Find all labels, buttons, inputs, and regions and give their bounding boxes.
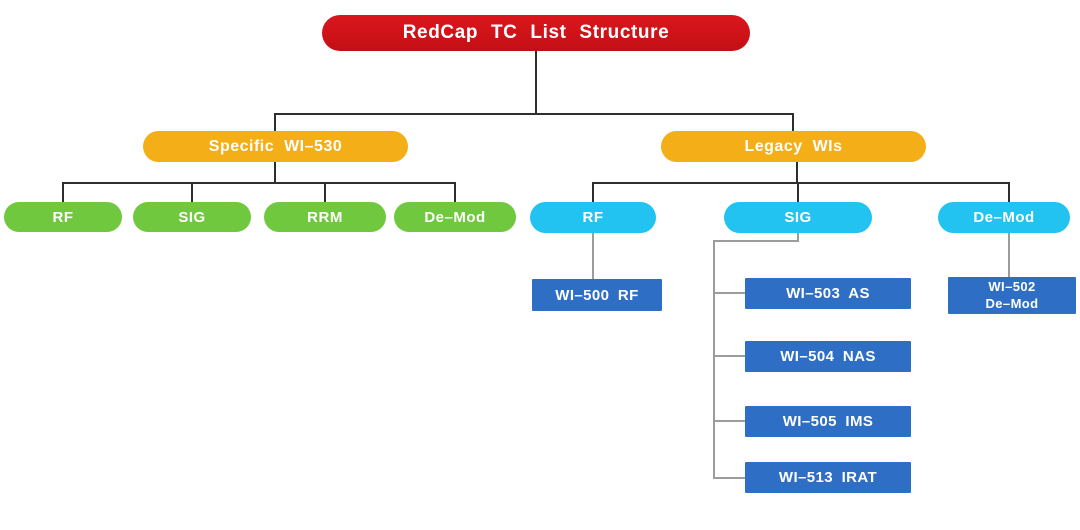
connector-drop-specific-demod [454, 182, 456, 203]
connector-stub-wi504 [713, 355, 745, 357]
connector-sig-stem [797, 233, 799, 242]
connector-drop-specific-rf [62, 182, 64, 203]
leaf-wi503-as: WI–503 AS [745, 278, 911, 309]
leaf-wi500-rf: WI–500 RF [532, 279, 662, 311]
node-specific-wi530: Specific WI–530 [143, 131, 408, 162]
connector-drop-specific-sig [191, 182, 193, 203]
leaf-wi502-line2: De–Mod [985, 295, 1039, 311]
node-root-title: RedCap TC List Structure [322, 15, 750, 51]
leaf-wi513-irat: WI–513 IRAT [745, 462, 911, 493]
node-legacy-wis: Legacy WIs [661, 131, 926, 162]
connector-rf-to-wi500 [592, 233, 594, 279]
node-specific-sig: SIG [133, 202, 251, 232]
leaf-wi504-nas: WI–504 NAS [745, 341, 911, 372]
connector-demod-to-wi502 [1008, 233, 1010, 277]
connector-legacy-stem [796, 162, 798, 183]
connector-stub-wi513 [713, 477, 745, 479]
node-legacy-sig: SIG [724, 202, 872, 233]
connector-drop-legacy-demod [1008, 182, 1010, 203]
leaf-wi502-demod: WI–502 De–Mod [948, 277, 1076, 314]
connector-sig-trunk [713, 240, 715, 479]
node-legacy-rf: RF [530, 202, 656, 233]
leaf-wi505-ims: WI–505 IMS [745, 406, 911, 437]
connector-legacy-hbar [592, 182, 1010, 184]
node-specific-demod: De–Mod [394, 202, 516, 232]
node-legacy-demod: De–Mod [938, 202, 1070, 233]
connector-level1-hbar [274, 113, 794, 115]
connector-root-stem [535, 51, 537, 114]
connector-drop-legacy-rf [592, 182, 594, 203]
connector-specific-hbar [62, 182, 456, 184]
connector-drop-specific [274, 113, 276, 132]
leaf-wi502-line1: WI–502 [988, 279, 1036, 295]
node-specific-rf: RF [4, 202, 122, 232]
connector-drop-legacy [792, 113, 794, 132]
connector-drop-legacy-sig [797, 182, 799, 203]
connector-specific-stem [274, 162, 276, 183]
connector-drop-specific-rrm [324, 182, 326, 203]
connector-stub-wi505 [713, 420, 745, 422]
node-specific-rrm: RRM [264, 202, 386, 232]
connector-sig-elbow [713, 240, 799, 242]
connector-stub-wi503 [713, 292, 745, 294]
